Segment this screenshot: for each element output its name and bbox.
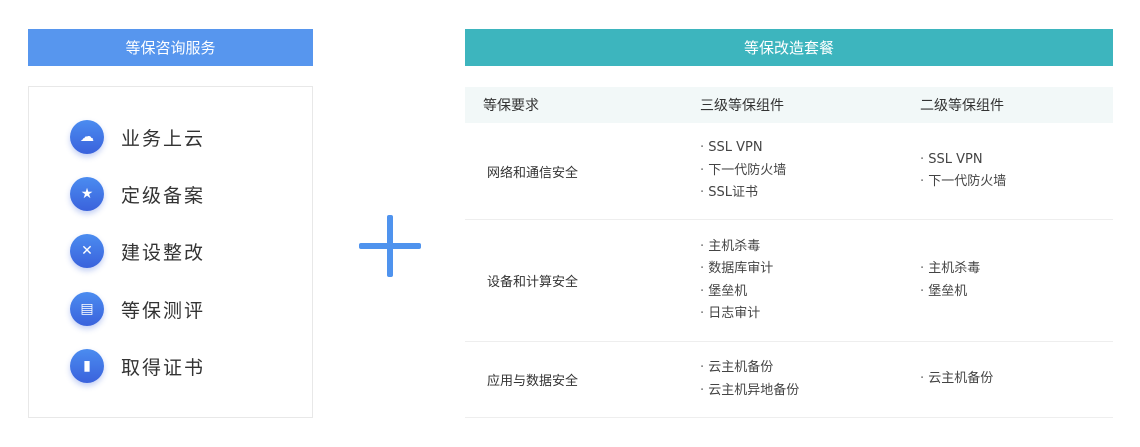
col-requirement: 等保要求 [483, 98, 539, 114]
step-rectify: ✕ 建设整改 [70, 233, 205, 269]
table-header: 等保要求 三级等保组件 二级等保组件 [465, 87, 1113, 123]
consulting-title: 等保咨询服务 [125, 39, 216, 57]
step-assessment: ▤ 等保测评 [70, 291, 205, 327]
step-label: 建设整改 [121, 241, 206, 264]
book-icon: ▮ [70, 349, 104, 383]
package-header: 等保改造套餐 [465, 29, 1113, 66]
plus-icon [359, 215, 421, 277]
step-cloud: ☁ 业务上云 [70, 119, 205, 155]
component-item: 主机杀毒 [920, 258, 1113, 281]
component-item: 云主机备份 [700, 357, 920, 380]
tools-icon: ✕ [70, 234, 104, 268]
requirement-cell: 应用与数据安全 [487, 374, 579, 389]
component-item: 日志审计 [700, 303, 920, 326]
table-row: 网络和通信安全 SSL VPN 下一代防火墙 SSL证书 SSL VPN 下一代… [465, 123, 1113, 220]
step-label: 等保测评 [121, 299, 206, 322]
component-item: 下一代防火墙 [920, 171, 1113, 194]
level3-cell: 云主机备份 云主机异地备份 [700, 357, 920, 402]
table-row: 设备和计算安全 主机杀毒 数据库审计 堡垒机 日志审计 主机杀毒 堡垒机 [465, 220, 1113, 342]
level2-cell: 云主机备份 [920, 368, 1113, 391]
col-level3: 三级等保组件 [700, 98, 784, 114]
component-item: 主机杀毒 [700, 236, 920, 259]
col-level2: 二级等保组件 [920, 98, 1004, 114]
level3-cell: 主机杀毒 数据库审计 堡垒机 日志审计 [700, 236, 920, 326]
level3-cell: SSL VPN 下一代防火墙 SSL证书 [700, 137, 920, 205]
package-title: 等保改造套餐 [743, 39, 834, 57]
shield-star-icon: ★ [70, 177, 104, 211]
component-item: 云主机备份 [920, 368, 1113, 391]
requirement-cell: 网络和通信安全 [487, 165, 579, 181]
step-filing: ★ 定级备案 [70, 176, 205, 212]
step-label: 取得证书 [121, 356, 206, 379]
step-certificate: ▮ 取得证书 [70, 348, 205, 384]
component-item: 堡垒机 [700, 281, 920, 304]
requirement-cell: 设备和计算安全 [487, 275, 579, 290]
consulting-steps-panel [28, 86, 313, 418]
component-item: 堡垒机 [920, 281, 1113, 304]
component-item: 下一代防火墙 [700, 160, 920, 183]
component-item: SSL VPN [920, 149, 1113, 172]
consulting-service-header: 等保咨询服务 [28, 29, 313, 66]
level2-cell: 主机杀毒 堡垒机 [920, 258, 1113, 303]
document-icon: ▤ [70, 292, 104, 326]
component-item: 云主机异地备份 [700, 380, 920, 403]
table-row: 应用与数据安全 云主机备份 云主机异地备份 云主机备份 [465, 342, 1113, 418]
step-label: 定级备案 [121, 184, 206, 207]
package-table: 等保要求 三级等保组件 二级等保组件 网络和通信安全 SSL VPN 下一代防火… [465, 87, 1113, 418]
step-label: 业务上云 [121, 127, 206, 150]
component-item: SSL证书 [700, 182, 920, 205]
component-item: SSL VPN [700, 137, 920, 160]
component-item: 数据库审计 [700, 258, 920, 281]
level2-cell: SSL VPN 下一代防火墙 [920, 149, 1113, 194]
cloud-upload-icon: ☁ [70, 120, 104, 154]
